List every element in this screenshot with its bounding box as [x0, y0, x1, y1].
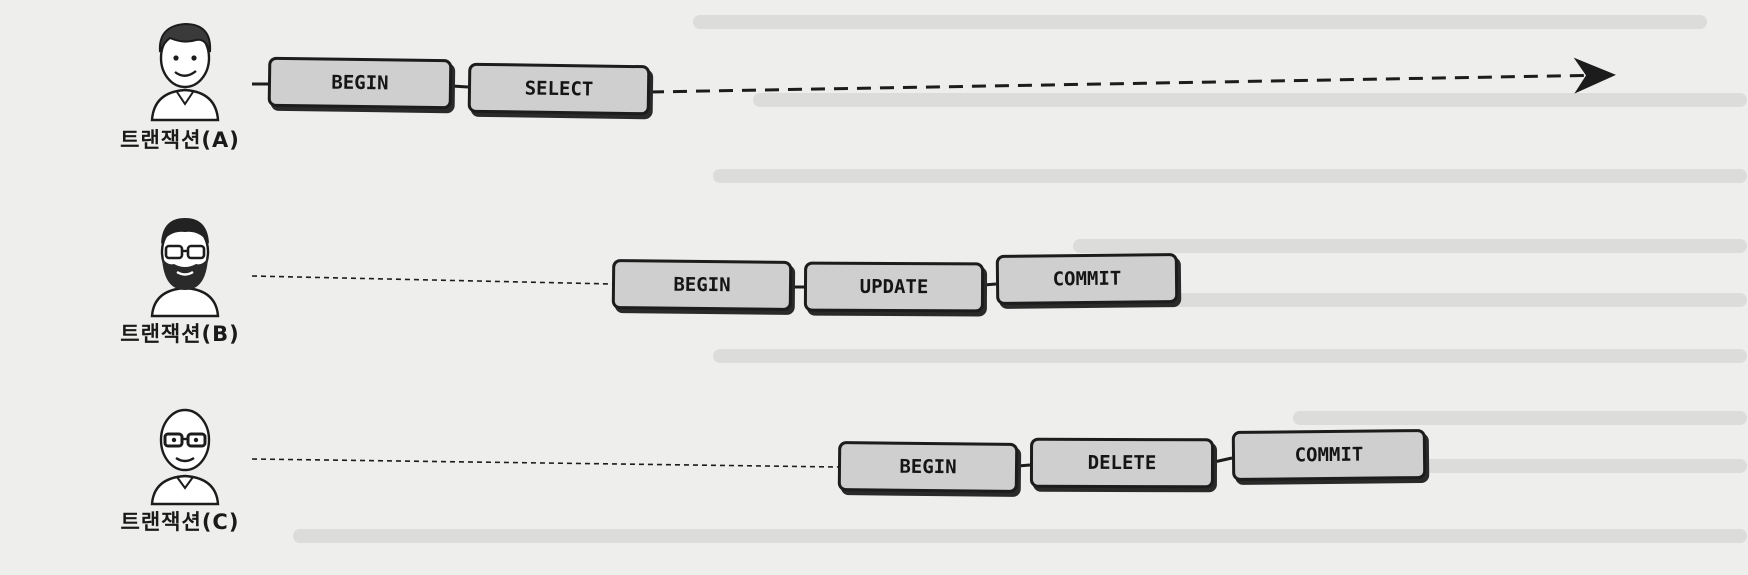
txn-b-wait-line	[252, 276, 612, 284]
txn-a-link-1	[452, 86, 468, 87]
txn-c-step-commit: COMMIT	[1232, 429, 1427, 481]
person-icon	[140, 12, 230, 122]
txn-b-step-commit: COMMIT	[996, 253, 1179, 305]
txn-a-label: 트랜잭션(A)	[100, 124, 260, 154]
txn-c-link-2	[1214, 458, 1232, 462]
txn-a-step-begin: BEGIN	[268, 57, 453, 110]
txn-b-label: 트랜잭션(B)	[100, 318, 260, 348]
bald-glasses-person-icon	[140, 398, 230, 506]
txn-c-label: 트랜잭션(C)	[100, 506, 260, 536]
txn-c-step-delete: DELETE	[1030, 438, 1214, 489]
txn-a-pending-arrow	[650, 75, 1610, 92]
bearded-person-icon	[140, 208, 230, 318]
txn-b-link-2	[984, 284, 996, 285]
txn-c-step-begin: BEGIN	[838, 441, 1019, 493]
txn-b-step-begin: BEGIN	[612, 259, 793, 311]
txn-a-step-select: SELECT	[468, 63, 651, 116]
txn-c-link-1	[1018, 465, 1030, 466]
txn-c-wait-line	[252, 459, 838, 467]
txn-b-step-update: UPDATE	[804, 262, 984, 313]
